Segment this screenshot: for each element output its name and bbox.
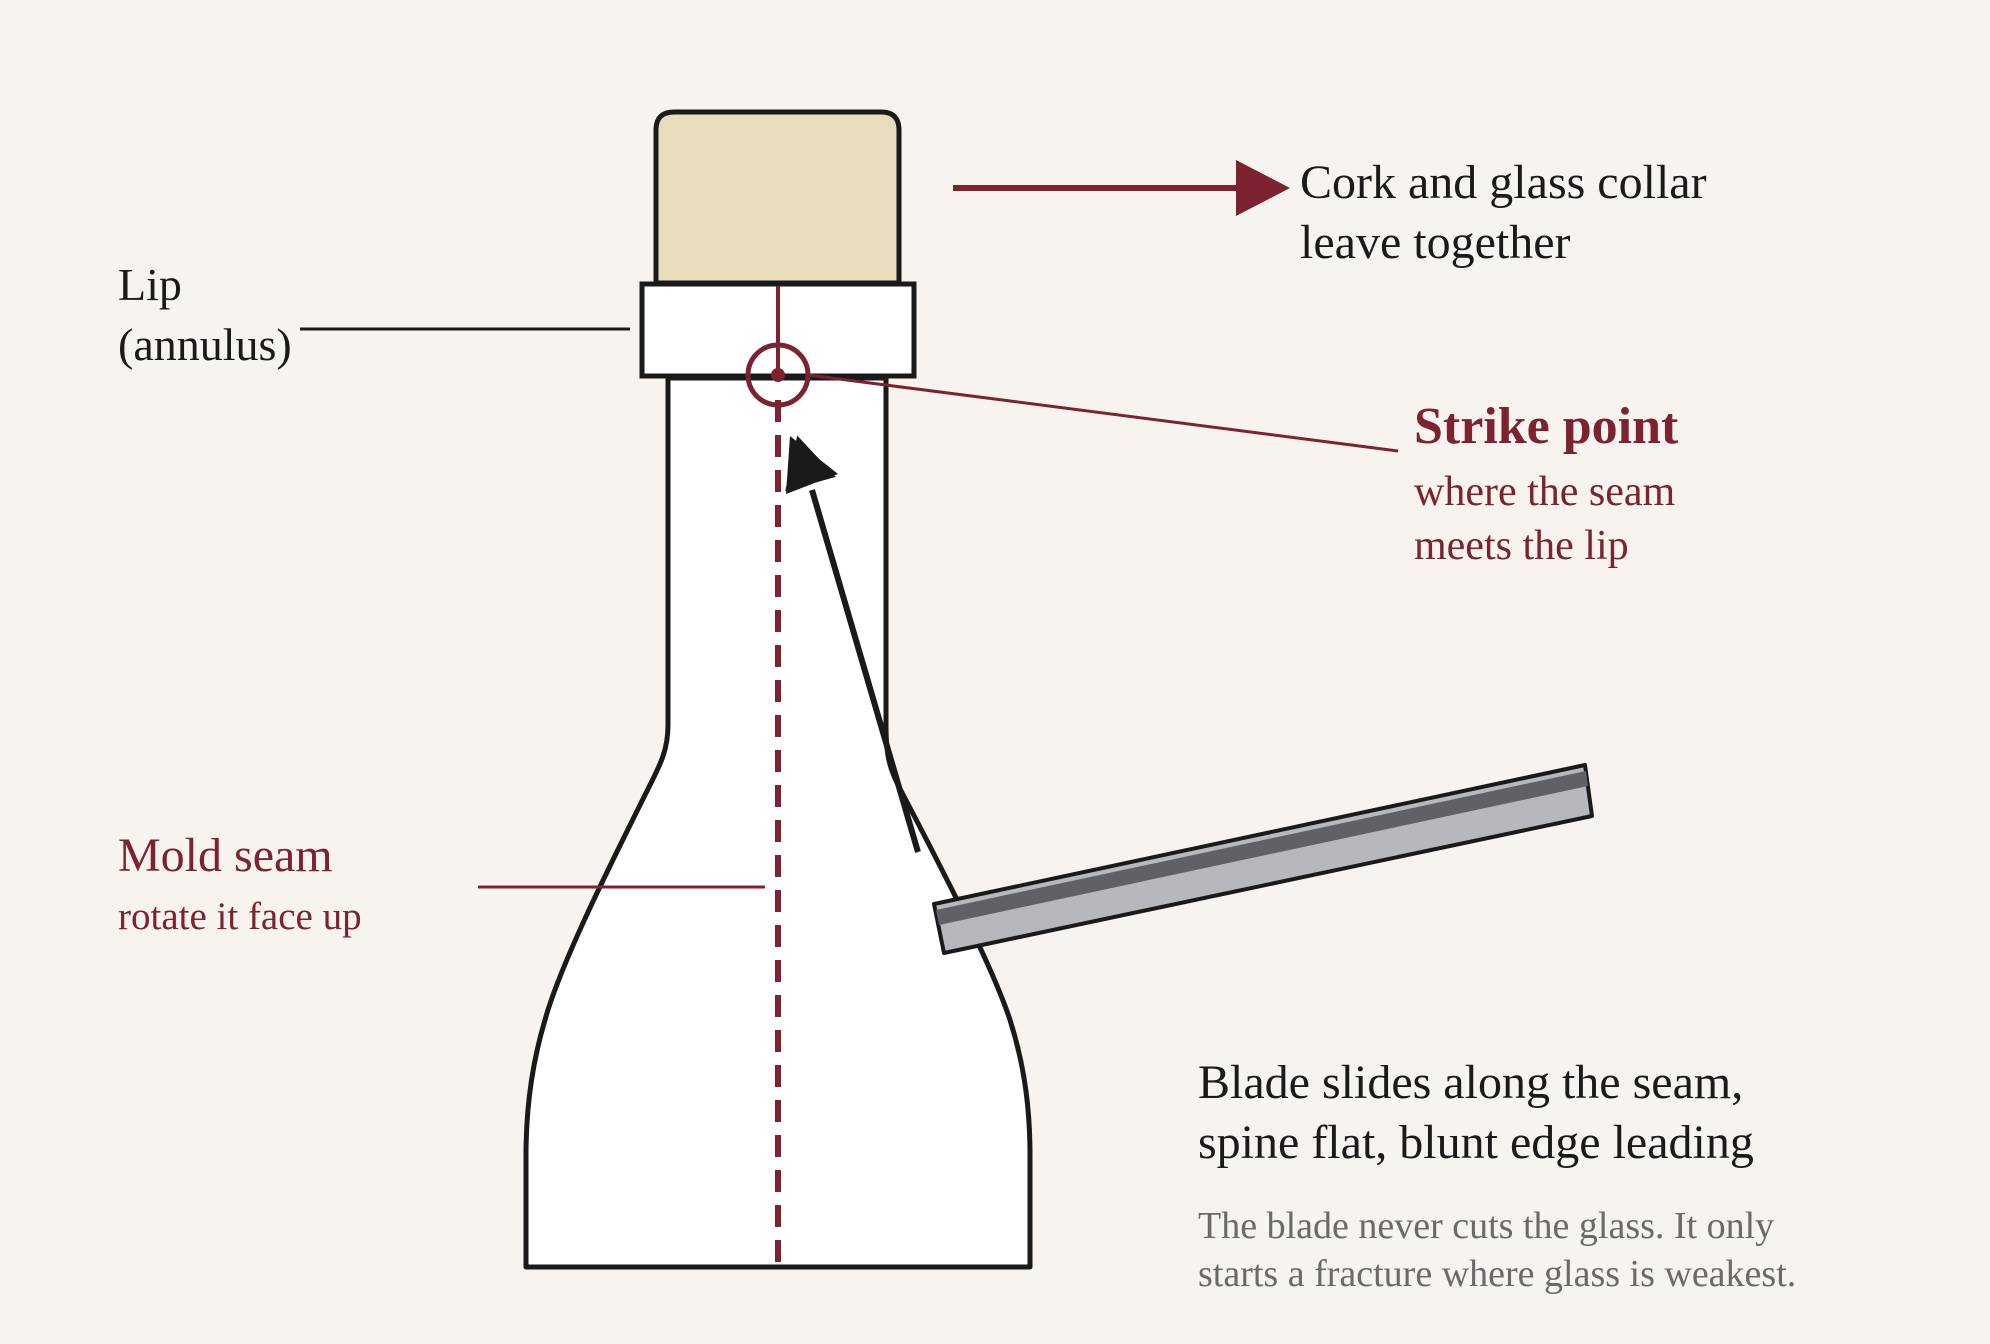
blade-caption: Blade slides along the seam, spine flat,… [1198, 1053, 1754, 1173]
cork-label-line-1: Cork and glass collar [1300, 156, 1707, 209]
cork-label-line-2: leave together [1300, 216, 1571, 269]
lip-label-line-1: Lip [118, 259, 182, 310]
blade-note-line-2: starts a fracture where glass is weakest… [1198, 1253, 1797, 1295]
strike-point-dot [771, 368, 785, 382]
lip-label-line-2: (annulus) [118, 319, 292, 370]
blade-caption-line-2: spine flat, blunt edge leading [1198, 1116, 1754, 1169]
strike-point-subtitle: where the seam meets the lip [1414, 465, 1675, 573]
blade-caption-line-1: Blade slides along the seam, [1198, 1056, 1744, 1109]
mold-seam-title: Mold seam [118, 829, 333, 882]
strike-leader [807, 373, 1399, 453]
strike-sub-line-2: meets the lip [1414, 523, 1629, 569]
saber-blade [932, 763, 1594, 955]
mold-seam-subtitle: rotate it face up [118, 895, 362, 938]
blade-note-line-1: The blade never cuts the glass. It only [1198, 1205, 1775, 1247]
strike-sub-line-1: where the seam [1414, 469, 1676, 515]
blade-note: The blade never cuts the glass. It only … [1198, 1202, 1796, 1298]
cork-label: Cork and glass collar leave together [1300, 153, 1707, 273]
strike-point-title: Strike point [1414, 398, 1679, 455]
cork-arrow-head [1236, 160, 1290, 216]
cork [653, 109, 902, 286]
blade-direction-shaft [809, 489, 921, 853]
blade-direction-tip [786, 436, 838, 494]
lip-label: Lip (annulus) [118, 255, 292, 375]
